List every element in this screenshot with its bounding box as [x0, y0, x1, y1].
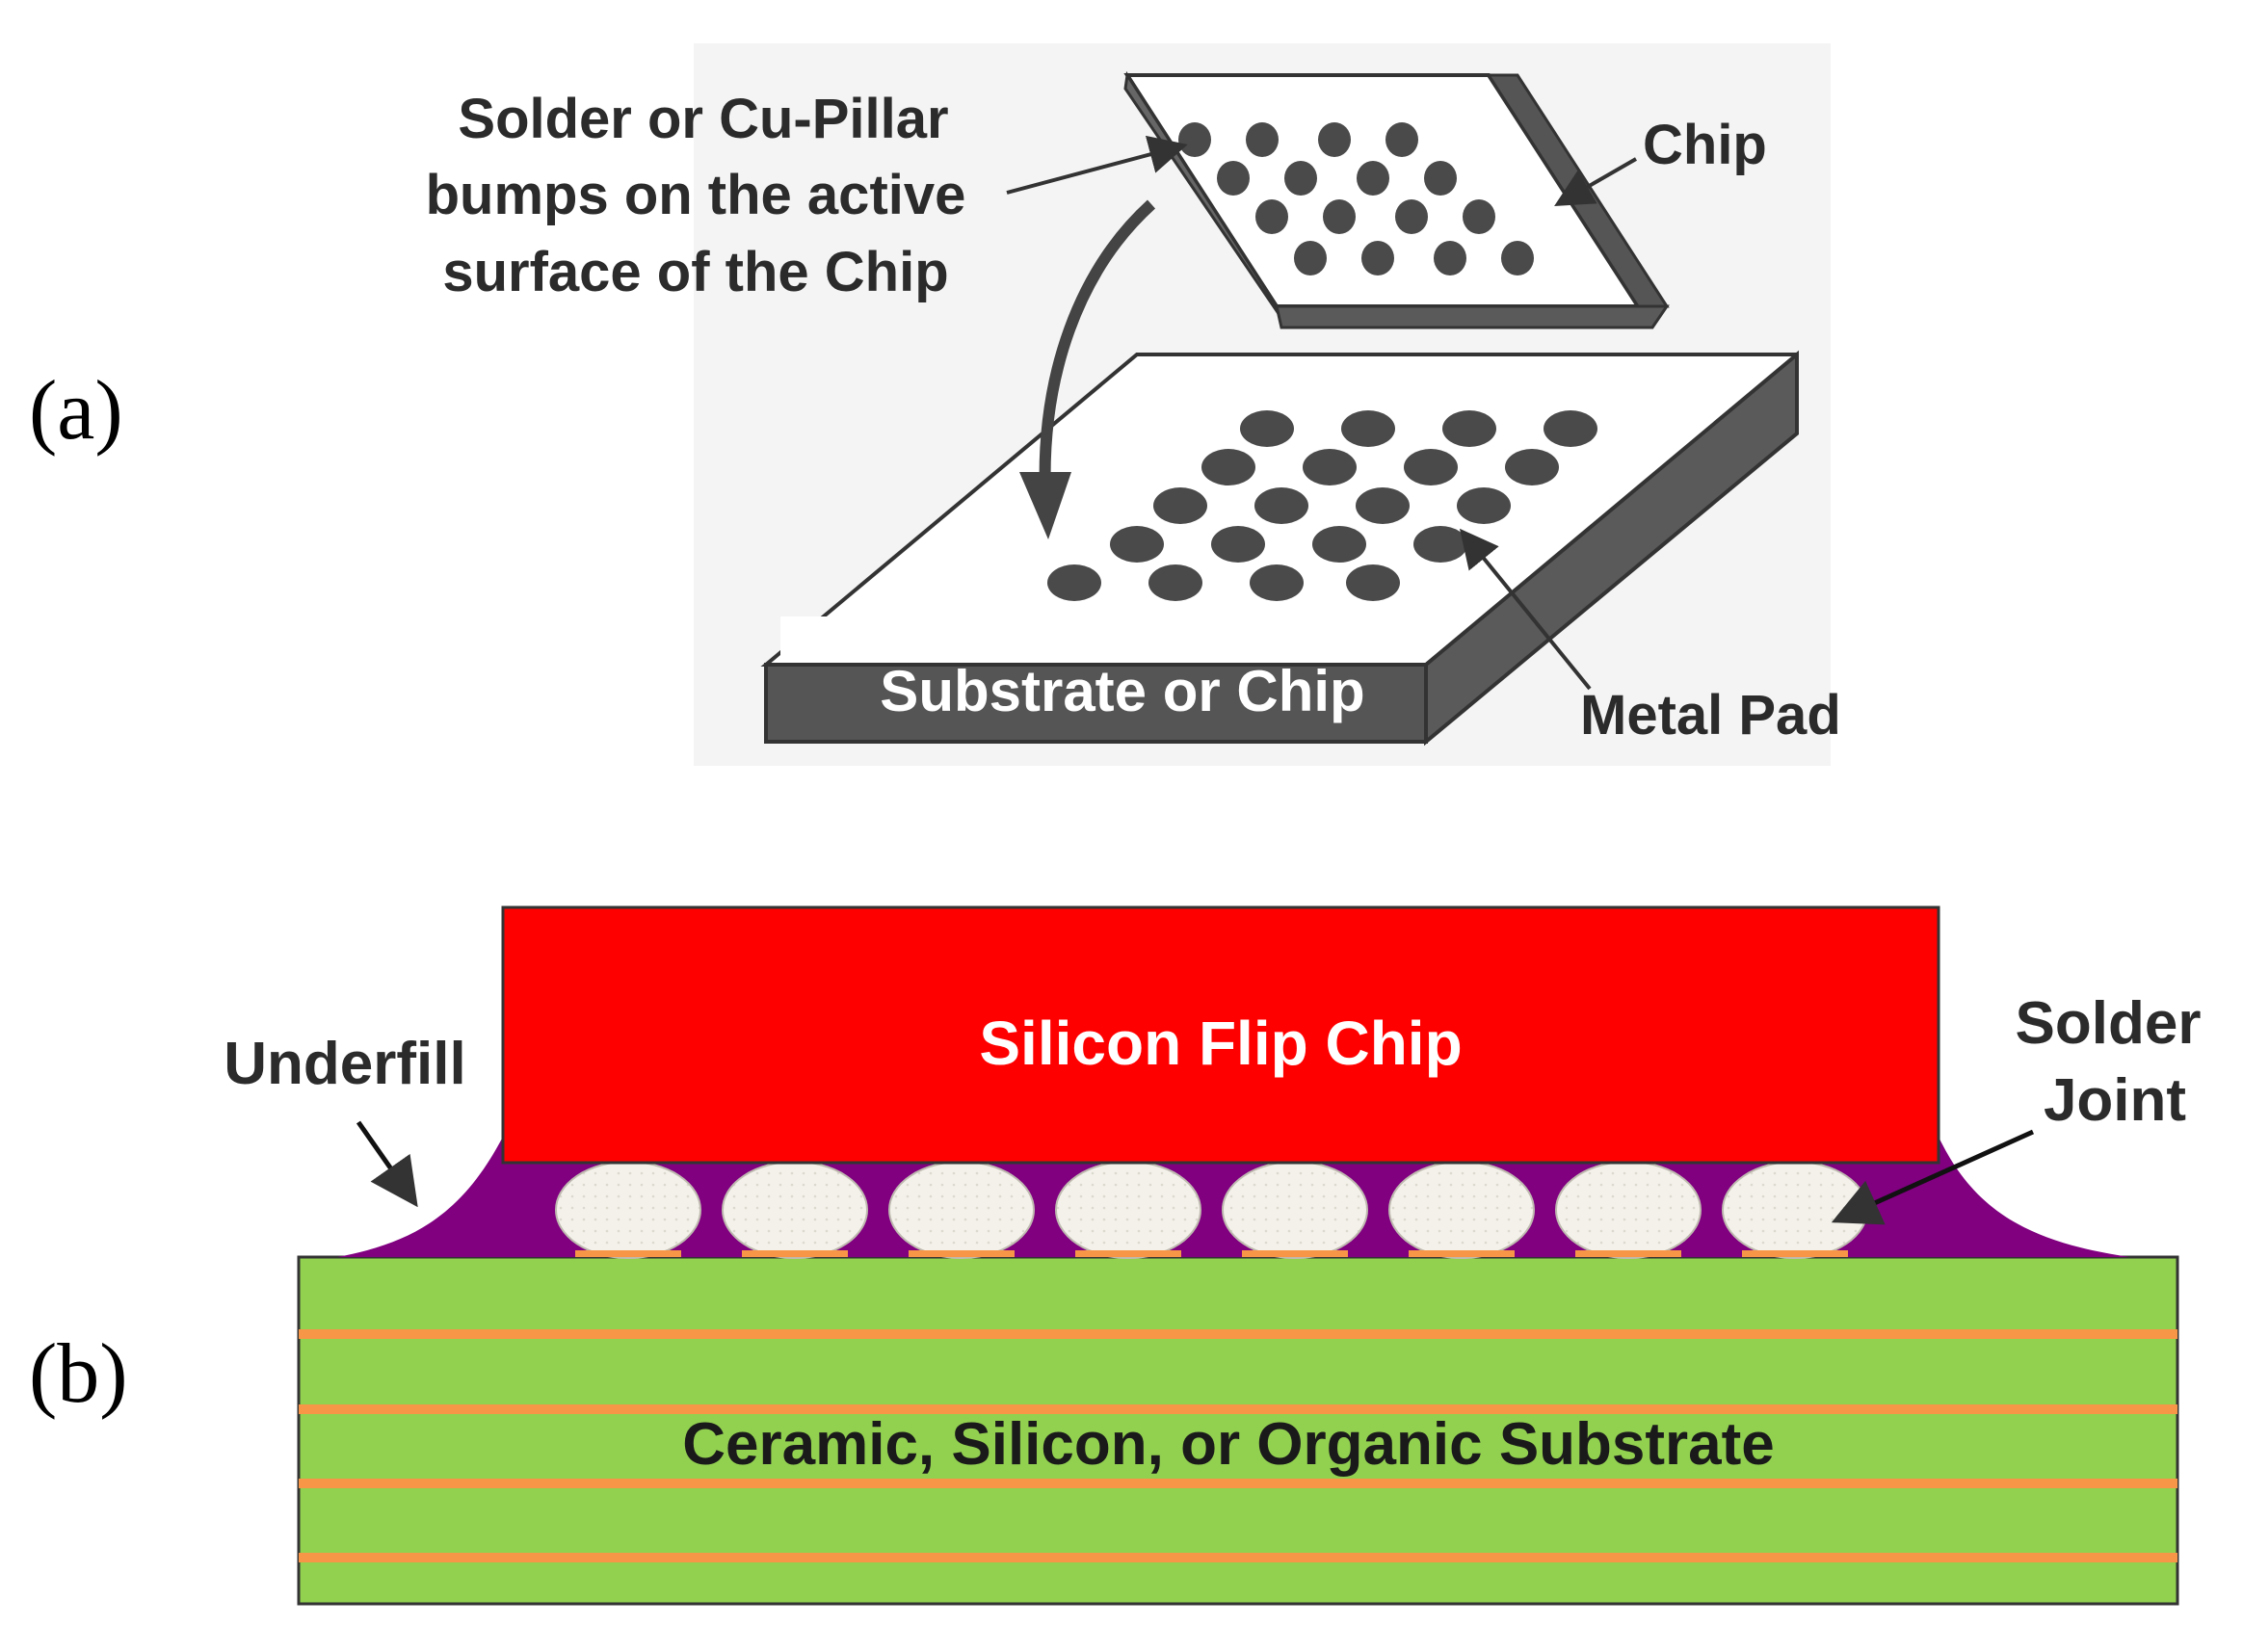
chip-bump: [1357, 161, 1389, 196]
metal-pad-label: Metal Pad: [1580, 684, 1841, 747]
chip-bump: [1255, 199, 1288, 234]
silicon-flip-chip-label: Silicon Flip Chip: [979, 1009, 1462, 1078]
metal-pad: [1413, 526, 1467, 563]
metal-pad: [1457, 487, 1511, 524]
silicon-flip-chip: [501, 905, 1940, 1165]
underfill-leader-line: [356, 1120, 418, 1208]
solder-joint-pad: [1742, 1250, 1848, 1257]
panel-b-label: (b): [29, 1327, 128, 1421]
solder-joint-pad: [1409, 1250, 1515, 1257]
chip-bump: [1323, 199, 1356, 234]
metal-pad: [1505, 449, 1559, 485]
solder-joint-pad: [1242, 1250, 1348, 1257]
chip-label: Chip: [1643, 114, 1767, 176]
metal-pad: [1047, 564, 1101, 601]
bumps-label-line-2: bumps on the active: [426, 164, 966, 226]
chip-bottom-edge: [1275, 304, 1670, 329]
solder-joint: [1555, 1161, 1702, 1259]
solder-joint-pad: [742, 1250, 848, 1257]
metal-pad: [1341, 410, 1395, 447]
substrate-wiring-line: [299, 1553, 2177, 1562]
substrate-white-patch: [780, 616, 1089, 655]
chip-bump: [1361, 241, 1394, 275]
chip-bump: [1294, 241, 1327, 275]
solder-joint: [722, 1161, 868, 1259]
substrate-label: Substrate or Chip: [880, 659, 1364, 723]
chip-bump: [1424, 161, 1457, 196]
panel-b: (b) Silicon Flip Chip Underfill Solder J…: [29, 905, 2202, 1606]
metal-pad: [1303, 449, 1357, 485]
substrate-label-b: Ceramic, Silicon, or Organic Substrate: [682, 1411, 1775, 1478]
solder-joint-label-line-1: Solder: [2016, 990, 2202, 1057]
solder-joint: [1388, 1161, 1535, 1259]
chip-bump: [1246, 122, 1279, 157]
chip-bump: [1217, 161, 1250, 196]
substrate-side-face: [1424, 350, 1799, 747]
metal-pad: [1346, 564, 1400, 601]
solder-joint-leader-line: [1831, 1129, 2035, 1225]
chip-bump: [1463, 199, 1495, 234]
chip-bump: [1434, 241, 1466, 275]
panel-a-label: (a): [29, 364, 123, 458]
solder-joint-pad: [909, 1250, 1015, 1257]
chip-bump: [1395, 199, 1428, 234]
chip-bump-array: [1178, 122, 1534, 275]
metal-pad: [1201, 449, 1255, 485]
metal-pad: [1356, 487, 1410, 524]
solder-joint: [1222, 1161, 1368, 1259]
metal-pad: [1312, 526, 1366, 563]
solder-joint-pad: [1575, 1250, 1681, 1257]
solder-joint: [1055, 1161, 1201, 1259]
substrate-plate: [760, 350, 1799, 747]
substrate-wiring-line: [299, 1404, 2177, 1414]
metal-pad: [1254, 487, 1308, 524]
chip-bump: [1284, 161, 1317, 196]
metal-pad: [1148, 564, 1202, 601]
chip-bump: [1318, 122, 1351, 157]
bumps-label-line-1: Solder or Cu-Pillar: [458, 88, 948, 150]
metal-pad: [1240, 410, 1294, 447]
solder-joint: [555, 1161, 701, 1259]
substrate-wiring-line: [299, 1329, 2177, 1339]
flip-arrow: [1039, 199, 1156, 497]
substrate-wiring-layers: [299, 1329, 2177, 1562]
solder-joint: [888, 1161, 1035, 1259]
solder-joint-label-line-2: Joint: [2044, 1067, 2186, 1134]
solder-joint-row: [555, 1161, 1868, 1259]
underfill-label: Underfill: [224, 1031, 465, 1097]
chip-leader-line: [1554, 157, 1637, 206]
bumps-label-line-3: surface of the Chip: [442, 241, 948, 303]
metal-pad-array: [1047, 410, 1597, 601]
flip-arrowhead: [1019, 472, 1071, 539]
metal-pad: [1250, 564, 1304, 601]
solder-joint-pad: [575, 1250, 681, 1257]
metal-pad-leader-line: [1459, 528, 1592, 691]
metal-pad: [1211, 526, 1265, 563]
chip-bump: [1501, 241, 1534, 275]
panel-a: (a) Solder or Cu-Pillar bumps on the act…: [29, 43, 1841, 766]
solder-joint-pad: [1075, 1250, 1181, 1257]
metal-pad: [1442, 410, 1496, 447]
metal-pad: [1404, 449, 1458, 485]
solder-joint: [1722, 1161, 1868, 1259]
metal-pad: [1110, 526, 1164, 563]
chip-bump: [1178, 122, 1211, 157]
metal-pad: [1153, 487, 1207, 524]
substrate-wiring-line: [299, 1479, 2177, 1488]
chip-bump: [1385, 122, 1418, 157]
bumps-leader-line: [1006, 135, 1188, 195]
organic-substrate: [297, 1255, 2179, 1606]
metal-pad: [1544, 410, 1597, 447]
